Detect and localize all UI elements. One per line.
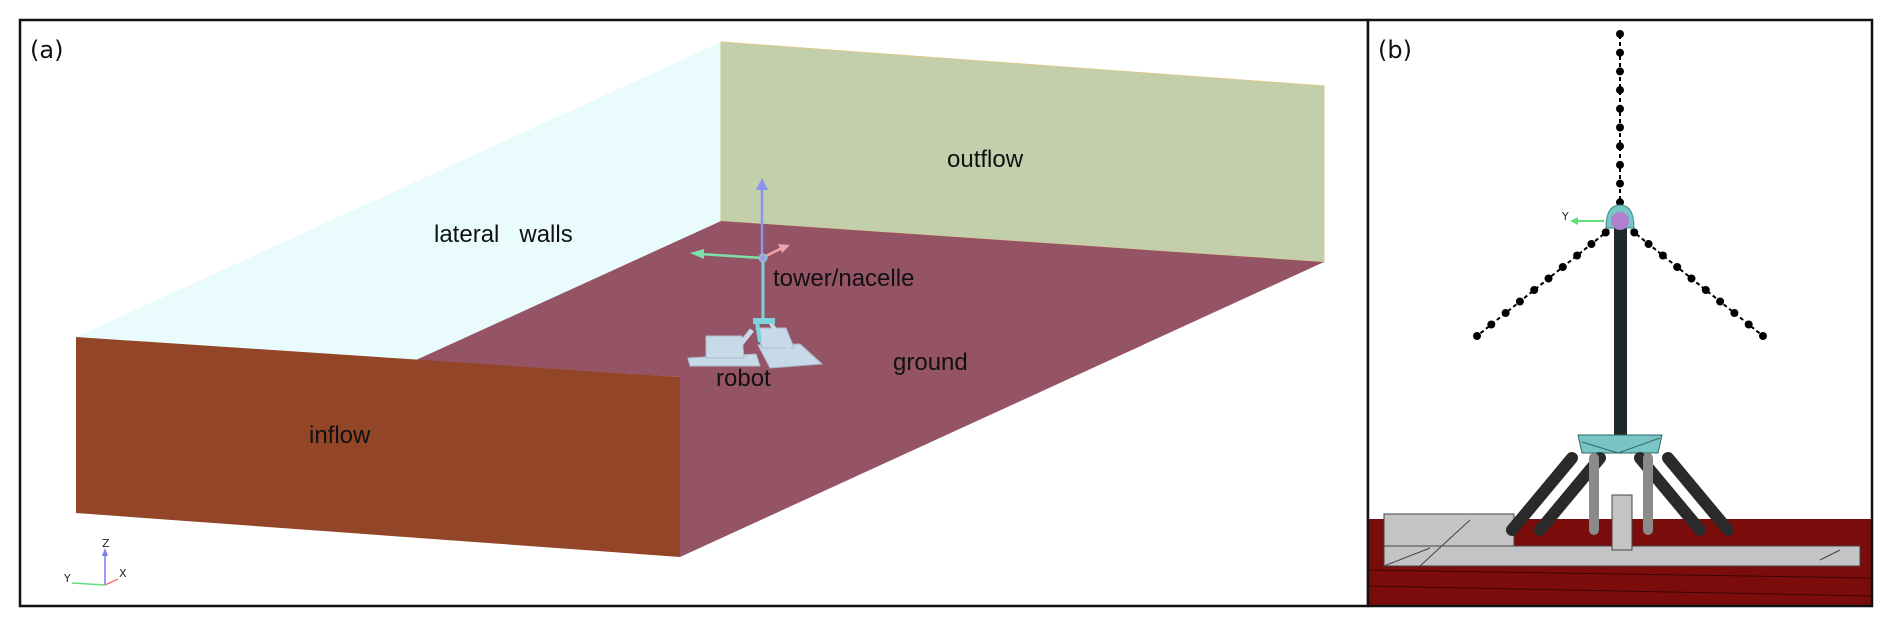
x-axis-icon bbox=[104, 578, 119, 586]
ground-surface bbox=[416, 221, 1324, 557]
blade-node bbox=[1501, 309, 1510, 317]
robot-base bbox=[1383, 494, 1861, 567]
blade-node bbox=[1616, 123, 1624, 132]
tower-nacelle-label: tower/nacelle bbox=[773, 265, 914, 292]
blade-node bbox=[1530, 286, 1539, 294]
blade-node bbox=[1573, 251, 1582, 260]
panel-a-label: (a) bbox=[30, 36, 63, 64]
blade-node bbox=[1630, 228, 1639, 237]
blade-node bbox=[1616, 86, 1624, 95]
panel-b-border bbox=[1366, 18, 1874, 608]
y-axis-icon bbox=[71, 582, 106, 586]
panel-b: Y (b) bbox=[1366, 18, 1874, 608]
rotor-blades bbox=[1473, 30, 1767, 340]
blade-node bbox=[1673, 263, 1682, 271]
blade-node bbox=[1616, 179, 1624, 188]
lateral-wall bbox=[76, 42, 721, 360]
tower bbox=[1614, 225, 1627, 440]
y-axis-arrow bbox=[699, 252, 763, 260]
triad-b-y-label: Y bbox=[1561, 210, 1569, 223]
parallel-robot-legs bbox=[1506, 452, 1734, 536]
blade-node bbox=[1744, 320, 1753, 329]
ground-label: ground bbox=[893, 349, 968, 376]
blade-node bbox=[1730, 309, 1739, 317]
blade-node bbox=[1515, 297, 1524, 306]
lateral-walls-label: lateral walls bbox=[434, 221, 573, 248]
blade-node bbox=[1473, 332, 1481, 340]
global-axis-triad: Z Y X bbox=[63, 537, 127, 586]
blade-node bbox=[1701, 286, 1710, 294]
blade-node bbox=[1558, 263, 1567, 271]
blade-node bbox=[1616, 198, 1624, 207]
blade-node bbox=[1616, 48, 1624, 57]
tower-nacelle-model bbox=[690, 178, 790, 323]
blade-node bbox=[1644, 240, 1653, 248]
blade-node bbox=[1487, 320, 1496, 329]
platform-top bbox=[1577, 434, 1663, 454]
blade-node bbox=[1544, 274, 1553, 283]
blade-node bbox=[1658, 251, 1667, 260]
blade-node bbox=[1587, 240, 1596, 248]
hub bbox=[1611, 212, 1629, 230]
blade-node bbox=[1759, 332, 1767, 340]
panel-b-label: (b) bbox=[1378, 36, 1412, 64]
outflow-label: outflow bbox=[947, 146, 1024, 173]
blade-node bbox=[1616, 30, 1624, 38]
inflow-label: inflow bbox=[309, 422, 371, 449]
blade-node bbox=[1687, 274, 1696, 283]
blade-node bbox=[1601, 228, 1610, 237]
blade-node bbox=[1716, 297, 1725, 306]
panel-a: (a) lateral walls outflow tower/nacelle … bbox=[18, 18, 1370, 608]
robot-label: robot bbox=[716, 365, 771, 392]
blade-node bbox=[1616, 142, 1624, 151]
triad-x-label: X bbox=[119, 567, 127, 580]
blade-node bbox=[1616, 104, 1624, 113]
blade-node bbox=[1616, 67, 1624, 76]
triad-z-label: Z bbox=[102, 537, 110, 550]
triad-y-label: Y bbox=[63, 572, 71, 585]
robot-model bbox=[687, 318, 824, 369]
inflow-wall bbox=[76, 337, 680, 557]
blade-node bbox=[1616, 160, 1624, 169]
